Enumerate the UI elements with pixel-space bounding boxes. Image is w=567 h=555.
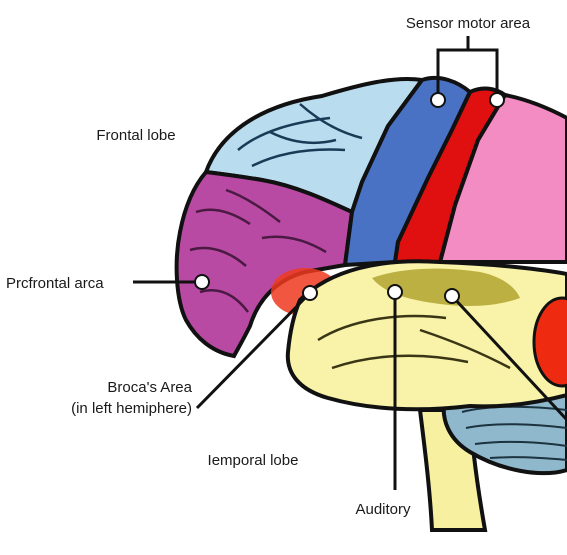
prefrontal-area [174,169,355,359]
label-frontal-lobe: Frontal lobe [96,127,175,144]
sensory-strip [392,86,508,264]
prefrontal-folds [189,188,327,313]
marker-motor [430,92,446,108]
brocas-leader [195,291,312,410]
temporal-lobe-folds [317,314,511,370]
frontal-lobe-folds [237,103,363,168]
marker-sensory [489,92,505,108]
label-brocas-area: Broca's Area [107,379,192,396]
wernicke-region [532,296,567,388]
sensor-motor-bracket [436,36,499,100]
marker-prefrontal [194,274,210,290]
marker-auditory [387,284,403,300]
marker-brocas [302,285,318,301]
label-auditory: Auditory [355,501,411,518]
label-temporal-lobe: Iemporal lobe [208,452,299,469]
label-brocas-area-note: (in left hemiphere) [71,400,192,417]
label-prefrontal-area: Prcfrontal arca [6,275,104,292]
auditory-region [372,268,520,306]
marker-temporal [444,288,460,304]
label-sensor-motor-area: Sensor motor area [406,15,531,32]
temporal-leader [450,294,567,422]
